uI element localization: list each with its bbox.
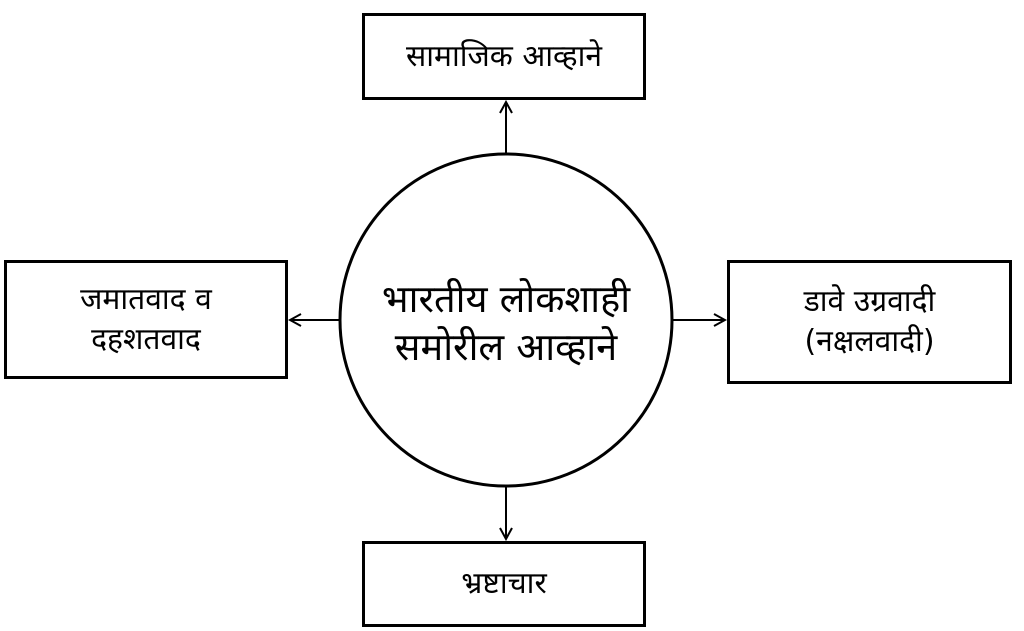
center-label-line-2: समोरील आव्हाने	[394, 325, 618, 369]
node-left-extremism-line-1: डावे उग्रवादी	[803, 284, 936, 319]
node-communalism-terrorism: जमातवाद व दहशतवाद	[4, 260, 288, 379]
node-communalism-terrorism-line-2: दहशतवाद	[91, 321, 201, 357]
node-left-extremism-line-2: (नक्षलवादी)	[804, 324, 935, 359]
node-left-extremism: डावे उग्रवादी (नक्षलवादी)	[727, 260, 1012, 384]
center-label-line-1: भारतीय लोकशाही	[381, 277, 631, 321]
node-communalism-terrorism-line-1: जमातवाद व	[80, 281, 212, 317]
node-corruption-label: भ्रष्टाचार	[461, 566, 547, 601]
node-social-challenges-label: सामाजिक आव्हाने	[405, 38, 603, 74]
center-label: भारतीय लोकशाही समोरील आव्हाने	[341, 258, 671, 388]
node-social-challenges: सामाजिक आव्हाने	[362, 13, 646, 100]
node-corruption: भ्रष्टाचार	[362, 541, 646, 627]
